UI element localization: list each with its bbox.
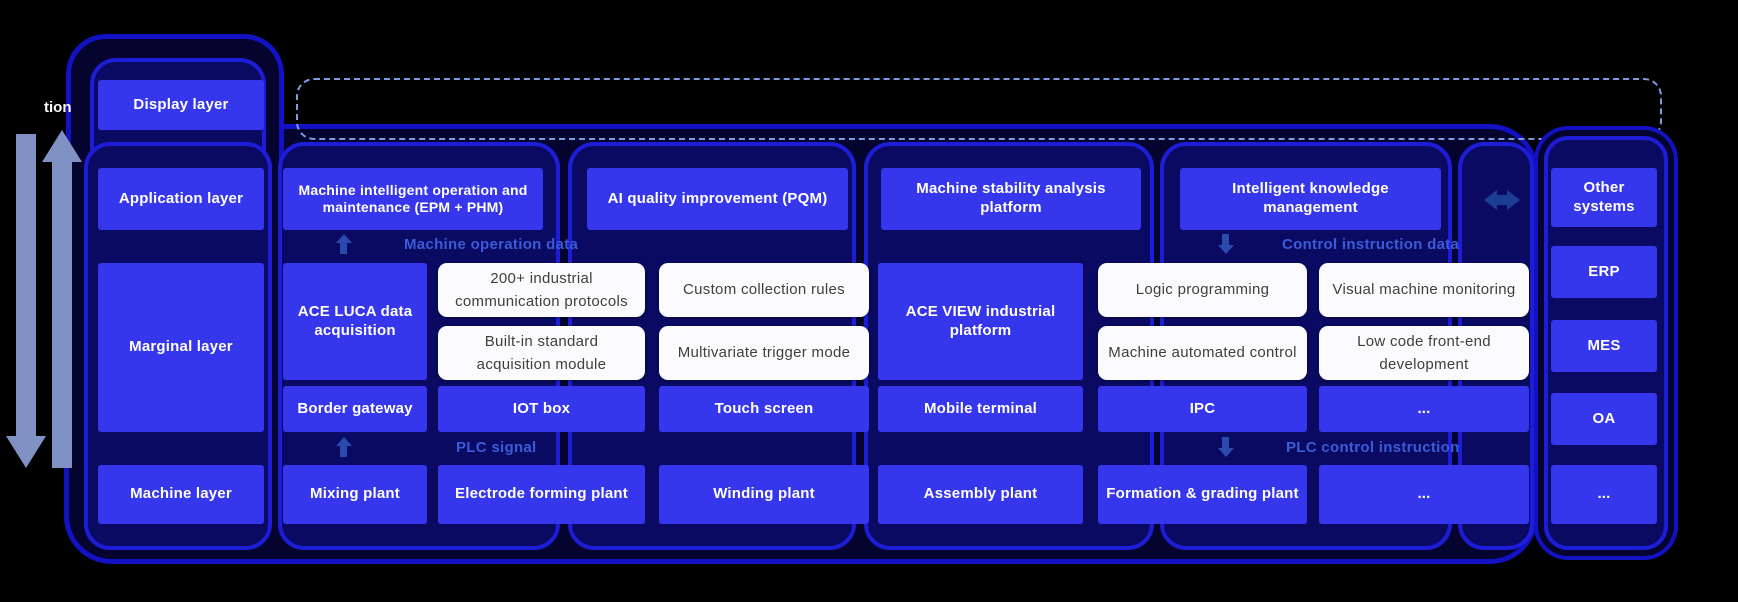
feature-logic-programming: Logic programming bbox=[1098, 263, 1307, 317]
double-arrow-shaft bbox=[1496, 195, 1508, 205]
label-machine-operation-data: Machine operation data bbox=[404, 236, 579, 253]
box-ace-luca: ACE LUCA data acquisition bbox=[283, 263, 427, 380]
box-app-epm-phm: Machine intelligent operation and mainte… bbox=[283, 168, 543, 230]
feature-custom-collection-rules: Custom collection rules bbox=[659, 263, 869, 317]
box-mobile-terminal: Mobile terminal bbox=[878, 386, 1083, 432]
flow-down-arrow-icon bbox=[1218, 245, 1234, 254]
box-iot-box: IOT box bbox=[438, 386, 645, 432]
box-assembly-plant: Assembly plant bbox=[878, 465, 1083, 524]
plc-up-arrow-icon bbox=[336, 437, 352, 446]
box-ace-view: ACE VIEW industrial platform bbox=[878, 263, 1083, 380]
box-app-stability: Machine stability analysis platform bbox=[881, 168, 1141, 230]
feature-machine-automated-control: Machine automated control bbox=[1098, 326, 1307, 380]
down-arrow-shaft bbox=[16, 134, 36, 438]
feature-low-code-frontend: Low code front-end development bbox=[1319, 326, 1529, 380]
label-plc-control-instruction: PLC control instruction bbox=[1286, 439, 1460, 456]
label-control-instruction-data: Control instruction data bbox=[1282, 236, 1460, 253]
box-electrode-forming-plant: Electrode forming plant bbox=[438, 465, 645, 524]
feature-industrial-protocols: 200+ industrial communication protocols bbox=[438, 263, 645, 317]
box-touch-screen: Touch screen bbox=[659, 386, 869, 432]
box-other-systems: Other systems bbox=[1551, 168, 1657, 227]
edge-label-fragment: tion bbox=[44, 99, 72, 116]
box-machine-more: ... bbox=[1319, 465, 1529, 524]
plc-up-arrow-shaft bbox=[340, 446, 347, 457]
box-border-gateway: Border gateway bbox=[283, 386, 427, 432]
plc-down-arrow-icon bbox=[1218, 448, 1234, 457]
feature-multivariate-trigger-mode: Multivariate trigger mode bbox=[659, 326, 869, 380]
box-winding-plant: Winding plant bbox=[659, 465, 869, 524]
box-formation-grading-plant: Formation & grading plant bbox=[1098, 465, 1307, 524]
box-other-systems-more: ... bbox=[1551, 465, 1657, 524]
flow-up-arrow-shaft bbox=[340, 243, 347, 254]
box-ipc: IPC bbox=[1098, 386, 1307, 432]
box-mes: MES bbox=[1551, 320, 1657, 372]
box-application-layer: Application layer bbox=[98, 168, 264, 230]
feature-visual-machine-monitoring: Visual machine monitoring bbox=[1319, 263, 1529, 317]
box-erp: ERP bbox=[1551, 246, 1657, 298]
box-oa: OA bbox=[1551, 393, 1657, 445]
double-arrow-right-icon bbox=[1507, 190, 1520, 210]
flow-down-arrow-shaft bbox=[1222, 234, 1229, 245]
box-app-knowledge: Intelligent knowledge management bbox=[1180, 168, 1441, 230]
down-arrow-icon bbox=[6, 436, 46, 468]
box-app-pqm: AI quality improvement (PQM) bbox=[587, 168, 848, 230]
plc-down-arrow-shaft bbox=[1222, 437, 1229, 448]
up-arrow-shaft bbox=[52, 160, 72, 468]
up-arrow-icon bbox=[42, 130, 82, 162]
label-plc-signal: PLC signal bbox=[456, 439, 537, 456]
double-arrow-left-icon bbox=[1484, 190, 1497, 210]
box-mixing-plant: Mixing plant bbox=[283, 465, 427, 524]
box-device-more: ... bbox=[1319, 386, 1529, 432]
box-marginal-layer: Marginal layer bbox=[98, 263, 264, 432]
box-machine-layer: Machine layer bbox=[98, 465, 264, 524]
box-display-layer: Display layer bbox=[98, 80, 264, 130]
feature-builtin-acquisition-module: Built-in standard acquisition module bbox=[438, 326, 645, 380]
flow-up-arrow-icon bbox=[336, 234, 352, 243]
dashed-connector-rect bbox=[296, 78, 1662, 140]
